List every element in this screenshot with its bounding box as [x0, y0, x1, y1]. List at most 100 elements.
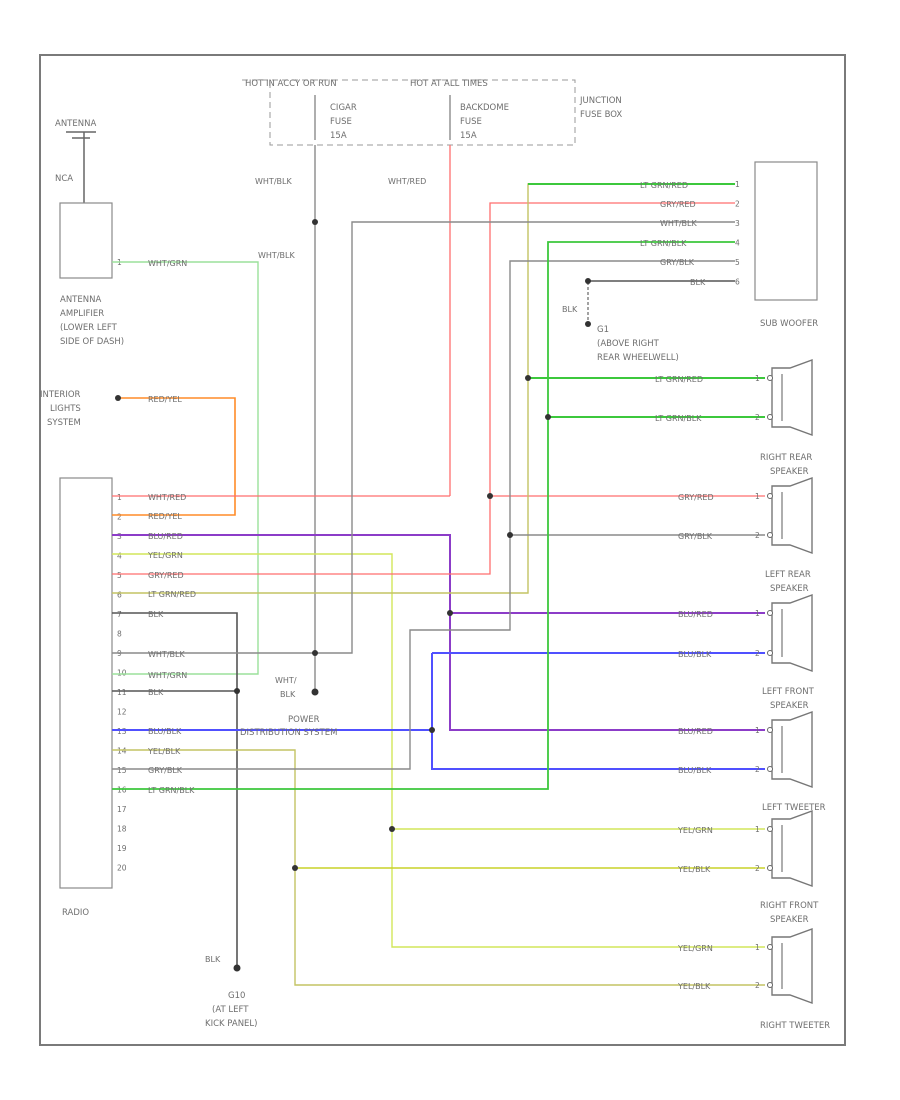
wire-label-lt-grn-red-sp: LT GRN/RED — [655, 375, 703, 384]
wire-label-blu-red-lr: BLU/RED — [678, 610, 713, 619]
radio-pin-19: 19 — [117, 844, 127, 853]
wire-label-lt-grn-red-sub: LT GRN/RED — [640, 181, 688, 190]
wire-blu-blk-v — [431, 653, 765, 770]
splice-dot — [545, 414, 551, 420]
wire-label-blu-blk-lr: BLU/BLK — [678, 650, 712, 659]
ground-g10-terminal — [233, 964, 241, 972]
interior-lights-label: LIGHTS — [50, 404, 81, 414]
antenna-amplifier-label: AMPLIFIER — [60, 309, 104, 319]
radio-pin-14: 14 — [117, 747, 127, 756]
subwoofer-pin-5: 5 — [735, 258, 740, 267]
wire-label-yel-blk-rf: YEL/BLK — [677, 982, 711, 991]
splice-dot — [585, 278, 591, 284]
wire-label-gry-red-rr: GRY/RED — [678, 493, 714, 502]
left-front-speaker-label: LEFT FRONT — [762, 687, 815, 697]
interior-lights-system: INTERIOR LIGHTS SYSTEM — [40, 390, 81, 428]
wire-label-blk-sub: BLK — [690, 278, 706, 287]
right-front-speaker-label: SPEAKER — [770, 915, 809, 925]
cigar-fuse-rating: 15A — [330, 131, 347, 141]
radio-box — [59, 477, 113, 889]
subwoofer-pin-1: 1 — [735, 180, 740, 189]
wire-label-blk-radio-12: BLK — [148, 688, 164, 697]
ground-g1: BLK G1 (ABOVE RIGHT REAR WHEELWELL) — [562, 282, 679, 363]
radio-pin-4: 4 — [117, 552, 122, 561]
diagram-frame — [39, 54, 846, 1046]
power-distribution-label: DISTRIBUTION SYSTEM — [240, 728, 337, 738]
subwoofer-label: SUB WOOFER — [760, 319, 818, 329]
wire-wht-blk-radio — [112, 221, 735, 654]
antenna-nca-label: NCA — [55, 174, 73, 184]
speaker-pin-1: 1 — [755, 825, 760, 834]
splice-dot — [234, 688, 240, 694]
splice-dot — [292, 865, 298, 871]
subwoofer: SUB WOOFER — [754, 161, 818, 329]
wire-label-wht-grn: WHT/GRN — [148, 259, 187, 268]
radio-pin-12: 12 — [117, 708, 127, 717]
left-front-speaker-icon: 12 — [755, 711, 813, 788]
ground-g1-wire-label: BLK — [562, 305, 578, 314]
wire-label-yel-blk-lt: YEL/BLK — [677, 865, 711, 874]
wire-label-lt-grn-blk-sub: LT GRN/BLK — [640, 239, 687, 248]
speaker-pin-1: 1 — [755, 609, 760, 618]
radio-pin-2: 2 — [117, 513, 122, 522]
wire-label-yel-grn: YEL/GRN — [147, 551, 183, 560]
wire-label-wht-blk-radio: WHT/BLK — [148, 650, 185, 659]
splice-dot — [507, 532, 513, 538]
antenna-amplifier: ANTENNA NCA 1 ANTENNA AMPLIFIER (LOWER L… — [55, 119, 124, 347]
radio-pin-18: 18 — [117, 825, 127, 834]
speaker-pin-2: 2 — [755, 413, 760, 422]
radio-pin-10: 10 — [117, 669, 127, 678]
splice-dot — [115, 395, 121, 401]
radio-pin-16: 16 — [117, 786, 127, 795]
speaker-pin-1: 1 — [755, 943, 760, 952]
wire-label-gry-blk-sub: GRY/BLK — [660, 258, 695, 267]
backdome-fuse-label: FUSE — [460, 117, 482, 127]
wire-label-red-yel: RED/YEL — [148, 395, 182, 404]
wire-lt-grn-blk — [112, 241, 735, 790]
junction-fuse-box-label: JUNCTION — [579, 96, 622, 106]
power-feed-terminal — [311, 688, 319, 696]
antenna-amplifier-location: (LOWER LEFT — [60, 323, 118, 333]
interior-lights-label: SYSTEM — [47, 418, 81, 428]
radio-pin-1: 1 — [117, 493, 122, 502]
radio-pin-13: 13 — [117, 727, 127, 736]
splice-dot — [525, 375, 531, 381]
left-rear-speaker-2-icon: 12 — [755, 594, 813, 672]
speaker-pin-1: 1 — [755, 374, 760, 383]
wire-label-red-yel-radio: RED/YEL — [148, 512, 182, 521]
speaker-pin-1: 1 — [755, 726, 760, 735]
left-tweeter-label: LEFT TWEETER — [762, 803, 826, 813]
right-rear-speaker-icon: 12 — [755, 359, 813, 436]
ground-g10-location: (AT LEFT — [212, 1005, 249, 1015]
speaker-labels: RIGHT REAR SPEAKER LEFT REAR SPEAKER LEF… — [760, 453, 830, 1031]
subwoofer-pin-3: 3 — [735, 219, 740, 228]
wire-label-wht-blk-amp: WHT/BLK — [258, 251, 295, 260]
right-front-speaker-label: RIGHT FRONT — [760, 901, 819, 911]
ground-g1-location: REAR WHEELWELL) — [597, 353, 679, 363]
left-tweeter-icon: 12 — [755, 810, 813, 887]
power-distribution: WHT/ BLK POWER DISTRIBUTION SYSTEM — [240, 676, 337, 738]
splice-dot — [447, 610, 453, 616]
right-rear-speaker-label: RIGHT REAR — [760, 453, 812, 463]
radio-unit: RADIO — [59, 477, 113, 918]
splice-points — [115, 219, 591, 871]
power-feed-wire-label: BLK — [280, 690, 296, 699]
radio-pin-20: 20 — [117, 864, 127, 873]
right-front-speaker-icon: 12 — [755, 928, 813, 1004]
junction-fuse-box: HOT IN ACCY OR RUN HOT AT ALL TIMES CIGA… — [242, 79, 622, 146]
subwoofer-box — [754, 161, 818, 301]
antenna-label: ANTENNA — [55, 119, 96, 129]
wire-label-gry-blk-rr: GRY/BLK — [678, 532, 713, 541]
splice-dot — [312, 219, 318, 225]
wire-blu-red — [112, 534, 765, 731]
ground-g10: BLK G10 (AT LEFT KICK PANEL) — [205, 955, 257, 1029]
subwoofer-pin-6: 6 — [735, 278, 740, 287]
cigar-fuse-label: FUSE — [330, 117, 352, 127]
antenna-amplifier-location: SIDE OF DASH) — [60, 337, 124, 347]
radio-pin-17: 17 — [117, 805, 127, 814]
hot-accy-run-label: HOT IN ACCY OR RUN — [245, 79, 337, 89]
wire-label-gry-red: GRY/RED — [148, 571, 184, 580]
radio-pin-6: 6 — [117, 591, 122, 600]
